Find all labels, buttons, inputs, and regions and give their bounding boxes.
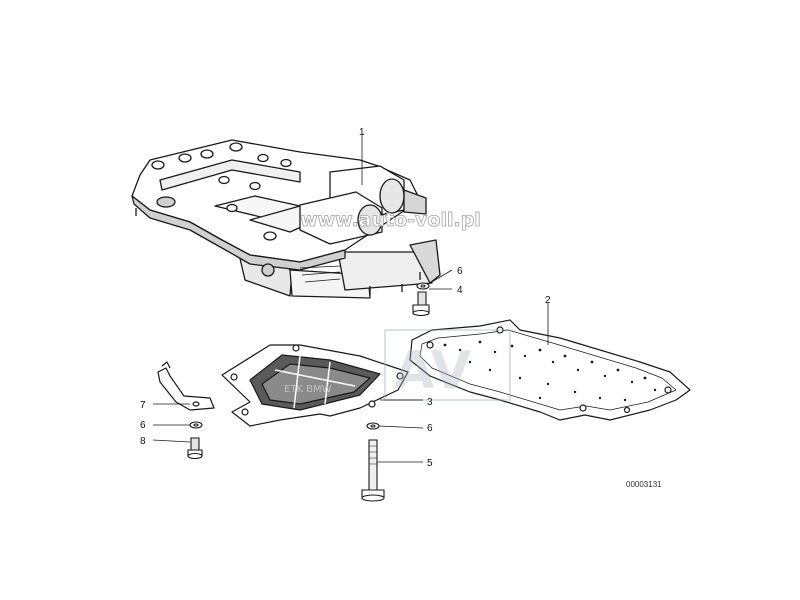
watermark: www.auto-voll.pl AV ETK BMW (284, 209, 511, 401)
callout-6-right: 6 (427, 423, 433, 434)
watermark-logo-text: AV (394, 341, 471, 401)
callout-6-top: 6 (457, 266, 463, 277)
callout-7: 7 (140, 400, 146, 411)
watermark-url: www.auto-voll.pl (300, 209, 481, 231)
callout-6-left: 6 (140, 420, 146, 431)
callout-5: 5 (427, 458, 433, 469)
callout-labels: 1 2 3 4 5 6 6 6 7 8 (140, 127, 551, 469)
callout-2: 2 (545, 295, 551, 306)
callout-8: 8 (140, 436, 146, 447)
screw-part-4 (412, 291, 430, 317)
washer-part-6-left (189, 421, 203, 429)
callout-1: 1 (359, 127, 365, 138)
washer-part-6-right (366, 422, 380, 430)
document-number: 00003131 (626, 480, 662, 489)
callout-3: 3 (427, 397, 433, 408)
filter-screen-part-3 (221, 344, 409, 427)
watermark-logo: AV (384, 329, 511, 401)
washer-part-6-top (416, 282, 430, 290)
screw-part-8 (187, 437, 203, 460)
separator-plate-part-2 (409, 319, 691, 421)
watermark-secondary: ETK BMW (284, 384, 332, 395)
bracket-part-7 (157, 361, 215, 411)
leader-lines (152, 133, 549, 463)
valve-body-part-1 (131, 139, 441, 299)
bolt-part-5 (361, 439, 385, 502)
callout-4: 4 (457, 285, 463, 296)
